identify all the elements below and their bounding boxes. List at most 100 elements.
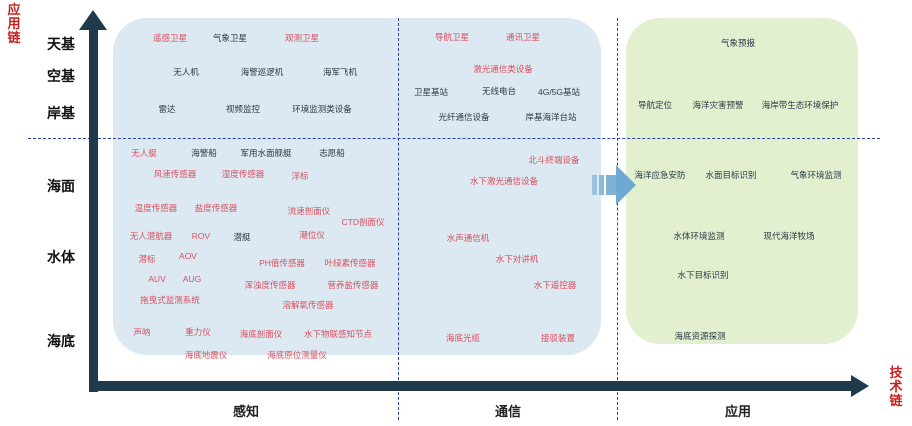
- perception-item: ROV: [192, 231, 210, 242]
- item-label: 气象环境监测: [790, 170, 842, 180]
- perception-item: 气象卫星: [213, 33, 247, 44]
- perception-item: CTD剖面仪: [342, 217, 385, 228]
- application-item: 水面目标识别: [705, 170, 756, 181]
- item-label: 海底原位测量仪: [267, 350, 327, 360]
- vertical-title-char: 链: [7, 30, 21, 45]
- item-label: 视频监控: [225, 104, 261, 114]
- communication-item: 通讯卫星: [506, 32, 540, 43]
- item-label: 水下物联感知节点: [303, 329, 373, 339]
- perception-item: 潜标: [138, 254, 155, 265]
- item-label: 接驳装置: [540, 333, 576, 343]
- application-item: 海洋灾害预警: [692, 100, 743, 111]
- item-label: 遥感卫星: [152, 33, 188, 43]
- application-item: 现代海洋牧场: [763, 231, 814, 242]
- item-label: 无人机: [173, 67, 199, 77]
- communication-item: 4G/5G基站: [538, 87, 580, 98]
- communication-item: 无线电台: [482, 86, 516, 97]
- item-label: 溶解氧传感器: [282, 300, 334, 310]
- item-label: 重力仪: [185, 327, 211, 337]
- item-label: 盐度传感器: [194, 203, 238, 213]
- item-label: 拖曳式监测系统: [140, 295, 200, 305]
- item-label: 海岸带生态环境保护: [761, 100, 839, 110]
- item-label: 气象卫星: [212, 33, 248, 43]
- item-label: 岸基海洋台站: [525, 112, 577, 122]
- perception-item: 盐度传感器: [195, 203, 238, 214]
- perception-item: 浮标: [291, 171, 308, 182]
- application-item: 海洋应急安防: [634, 170, 685, 181]
- row-label-sea-surface: 海面: [47, 178, 75, 194]
- item-label: 声呐: [133, 327, 151, 337]
- vertical-axis: [89, 26, 98, 392]
- horizontal-axis-arrow: [851, 375, 869, 397]
- perception-item: 风速传感器: [154, 169, 197, 180]
- communication-item: 水下遥控器: [534, 280, 577, 291]
- item-label: 军用水面舰艇: [240, 148, 292, 158]
- application-item: 海岸带生态环境保护: [762, 100, 839, 111]
- perception-item: 叶绿素传感器: [324, 258, 375, 269]
- item-label: 风速传感器: [153, 169, 197, 179]
- communication-item: 岸基海洋台站: [525, 112, 576, 123]
- horizontal-title-char: 术: [889, 379, 903, 394]
- perception-item: 海底剖面仪: [240, 329, 283, 340]
- horizontal-title-char: 链: [889, 393, 903, 408]
- horizontal-title-char: 技: [889, 365, 903, 380]
- communication-item: 激光通信类设备: [473, 64, 533, 75]
- row-label-water-body: 水体: [47, 249, 75, 265]
- perception-item: 海底地震仪: [185, 350, 228, 361]
- perception-item: 浑浊度传感器: [244, 280, 295, 291]
- communication-item: 北斗终端设备: [528, 155, 579, 166]
- perception-item: 水下物联感知节点: [304, 329, 372, 340]
- perception-item: 海警巡逻机: [241, 67, 284, 78]
- vertical-divider-1: [398, 18, 399, 420]
- item-label: 叶绿素传感器: [324, 258, 376, 268]
- item-label: 浮标: [291, 171, 309, 181]
- item-label: 水下激光通信设备: [469, 176, 539, 186]
- item-label: 湿度传感器: [221, 169, 265, 179]
- item-label: AUG: [182, 274, 202, 284]
- perception-item: 海军飞机: [323, 67, 357, 78]
- item-label: 环境监测类设备: [292, 104, 352, 114]
- item-label: 卫星基站: [413, 87, 449, 97]
- communication-item: 导航卫星: [435, 32, 469, 43]
- perception-item: 声呐: [133, 327, 150, 338]
- perception-item: 潮位仪: [299, 230, 325, 241]
- item-label: AUV: [148, 274, 166, 284]
- item-label: 导航定位: [637, 100, 673, 110]
- row-label-shore: 岸基: [47, 105, 75, 121]
- perception-item: 无人潜航器: [130, 231, 173, 242]
- application-item: 气象预报: [721, 38, 755, 49]
- perception-item: 雷达: [158, 104, 175, 115]
- perception-item: 流速剖面仪: [288, 206, 331, 217]
- item-label: 海底剖面仪: [239, 329, 283, 339]
- item-label: 无线电台: [481, 86, 517, 96]
- perception-item: 潜艇: [233, 232, 250, 243]
- communication-item: 卫星基站: [414, 87, 448, 98]
- vertical-axis-title: 应 用 链: [6, 3, 22, 45]
- item-label: 营养盐传感器: [327, 280, 379, 290]
- application-item: 气象环境监测: [790, 170, 841, 181]
- item-label: 无人潜航器: [129, 231, 173, 241]
- row-label-seabed: 海底: [47, 333, 75, 349]
- item-label: 潮位仪: [299, 230, 325, 240]
- item-label: 无人艇: [131, 148, 157, 158]
- item-label: CTD剖面仪: [341, 217, 385, 227]
- row-label-space: 天基: [47, 36, 75, 52]
- perception-item: 无人艇: [131, 148, 157, 159]
- perception-item: 溶解氧传感器: [282, 300, 333, 311]
- perception-item: 观测卫星: [285, 33, 319, 44]
- perception-item: 军用水面舰艇: [240, 148, 291, 159]
- item-label: 水体环境监测: [673, 231, 725, 241]
- item-label: 志愿船: [319, 148, 345, 158]
- item-label: 水声通信机: [446, 233, 490, 243]
- perception-item: AOV: [179, 251, 197, 262]
- item-label: 光纤通信设备: [438, 112, 490, 122]
- item-label: 潜艇: [233, 232, 251, 242]
- vertical-divider-2: [617, 18, 618, 420]
- item-label: 现代海洋牧场: [763, 231, 815, 241]
- perception-item: 视频监控: [226, 104, 260, 115]
- perception-item: 无人机: [173, 67, 199, 78]
- item-label: 海洋应急安防: [634, 170, 686, 180]
- column-label-perception: 感知: [232, 404, 260, 419]
- horizontal-axis-title: 技 术 链: [888, 366, 904, 408]
- item-label: 雷达: [158, 104, 176, 114]
